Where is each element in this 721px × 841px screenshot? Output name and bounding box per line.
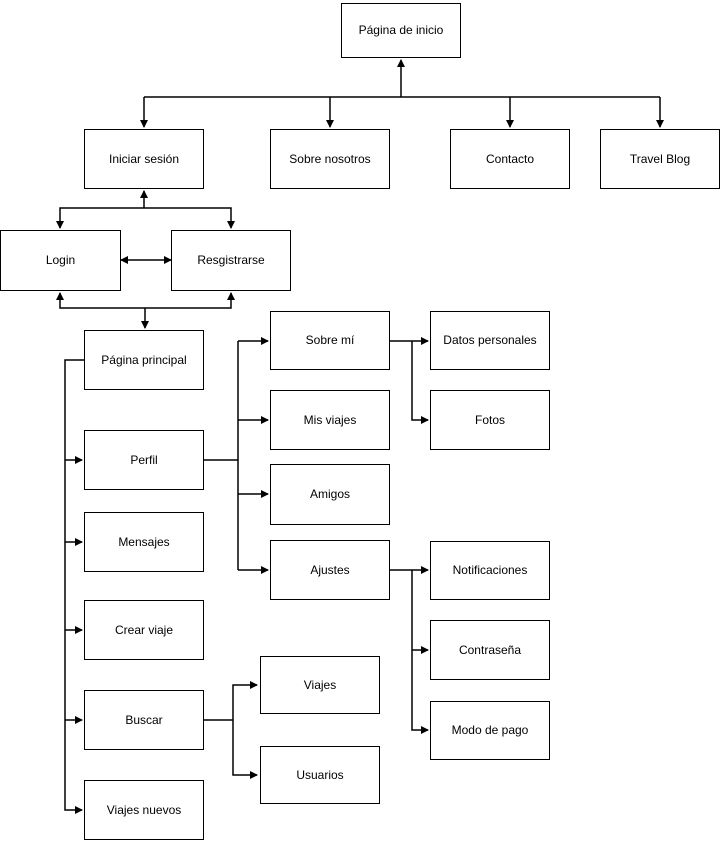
node-label: Login	[45, 253, 76, 268]
node-contrasena: Contraseña	[430, 620, 550, 680]
node-amigos: Amigos	[270, 464, 390, 525]
node-mis-viajes: Mis viajes	[270, 390, 390, 450]
node-modo-de-pago: Modo de pago	[430, 701, 550, 760]
node-label: Mis viajes	[303, 412, 357, 427]
node-travel-blog: Travel Blog	[600, 129, 720, 189]
node-contacto: Contacto	[450, 129, 570, 189]
edge-bottombus-to-login-resgistrarse	[56, 292, 235, 309]
node-label: Notificaciones	[452, 563, 528, 578]
node-perfil: Perfil	[84, 430, 204, 490]
node-label: Mensajes	[118, 534, 170, 549]
node-label: Contacto	[485, 151, 535, 166]
node-viajes-nuevos: Viajes nuevos	[84, 780, 204, 840]
node-label: Buscar	[125, 712, 163, 727]
node-ajustes: Ajustes	[270, 540, 390, 600]
node-label: Datos personales	[443, 333, 537, 348]
node-label: Usuarios	[296, 767, 344, 782]
edge-iniciar-to-login-resgistrarse	[56, 207, 235, 229]
node-iniciar-sesion: Iniciar sesión	[84, 129, 204, 189]
node-viajes: Viajes	[260, 656, 380, 714]
node-resgistrarse: Resgistrarse	[171, 230, 291, 291]
node-buscar: Buscar	[84, 690, 204, 750]
node-label: Contraseña	[458, 642, 522, 657]
node-label: Amigos	[309, 487, 350, 502]
node-label: Sobre nosotros	[289, 151, 371, 166]
node-label: Crear viaje	[114, 622, 174, 637]
node-label: Modo de pago	[451, 723, 529, 738]
node-pagina-principal: Página principal	[84, 330, 204, 390]
edge-ajustes-to-modo-de-pago	[411, 570, 429, 734]
node-label: Ajustes	[310, 562, 350, 577]
node-label: Perfil	[130, 452, 158, 467]
node-label: Fotos	[474, 412, 505, 427]
node-label: Página de inicio	[358, 23, 444, 38]
node-label: Travel Blog	[629, 151, 691, 166]
node-pagina-de-inicio: Página de inicio	[341, 3, 461, 58]
node-sobre-nosotros: Sobre nosotros	[270, 129, 390, 189]
node-label: Viajes	[303, 677, 337, 692]
node-sobre-mi: Sobre mí	[270, 311, 390, 370]
node-label: Viajes nuevos	[106, 802, 182, 817]
edge-buscar-to-viajes	[232, 681, 258, 720]
edge-sobre-mi-to-fotos	[411, 341, 429, 424]
edge-spine-to-viajes-nuevos	[64, 359, 84, 814]
node-crear-viaje: Crear viaje	[84, 600, 204, 660]
node-fotos: Fotos	[430, 390, 550, 450]
node-label: Sobre mí	[305, 333, 355, 348]
node-usuarios: Usuarios	[260, 746, 380, 804]
node-label: Página principal	[101, 352, 187, 367]
edge-buscar-to-usuarios	[232, 720, 258, 779]
node-label: Iniciar sesión	[108, 151, 180, 166]
node-datos-personales: Datos personales	[430, 311, 550, 370]
node-login: Login	[0, 230, 121, 291]
node-mensajes: Mensajes	[84, 512, 204, 572]
node-notificaciones: Notificaciones	[430, 541, 550, 600]
node-label: Resgistrarse	[197, 253, 265, 268]
